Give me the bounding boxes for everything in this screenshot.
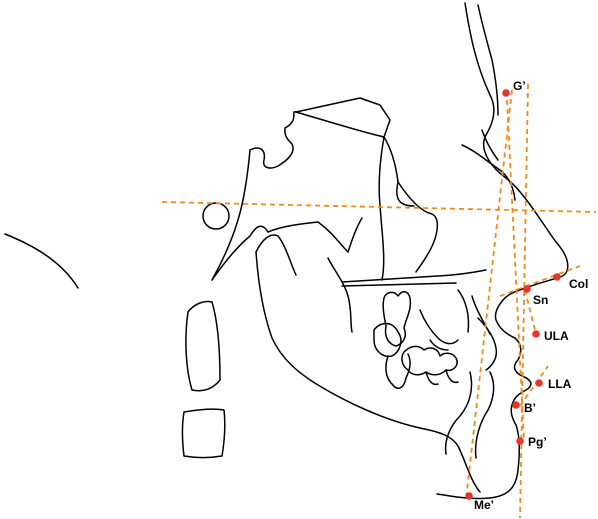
landmark-b-prime-label: B’ (524, 401, 536, 415)
sn-col-line (499, 265, 581, 297)
landmark-points (465, 89, 561, 500)
gprime-to-meprime-line (465, 89, 513, 501)
cranial-base-outline (4, 233, 79, 289)
landmark-lla-label: LLA (548, 377, 572, 391)
landmark-pg-prime-label: Pg’ (528, 435, 547, 449)
landmark-ula-label: ULA (544, 329, 569, 343)
landmark-sn-label: Sn (533, 293, 548, 307)
cervical-vertebrae (181, 300, 226, 459)
reference-lines (161, 83, 597, 519)
landmark-b-prime-dot (512, 401, 520, 409)
true-vertical-line (519, 83, 529, 519)
sn-ula-line (524, 289, 537, 335)
mandible-outline (255, 234, 495, 493)
landmark-lla-dot (535, 379, 543, 387)
landmark-me-prime-dot (465, 492, 473, 500)
landmark-ula-dot (532, 330, 540, 338)
soft-tissue-profile (436, 2, 569, 500)
orbit-and-maxilla (267, 97, 487, 287)
landmark-me-prime-label: Me’ (474, 498, 494, 512)
sella-and-sphenoid (202, 111, 297, 281)
dentition (373, 289, 498, 389)
landmark-sn-dot (523, 285, 531, 293)
landmark-col-label: Col (569, 277, 588, 291)
landmark-pg-prime-dot (516, 437, 524, 445)
landmark-col-dot (553, 273, 561, 281)
landmark-g-prime-dot (502, 89, 510, 97)
horizontal-reference-line (161, 201, 597, 213)
landmark-labels: G’ Col Sn ULA LLA B’ Pg’ Me’ (474, 79, 588, 512)
gprime-to-pgprime-line (506, 99, 525, 441)
landmark-g-prime-label: G’ (513, 79, 526, 93)
lla-bprime-line (519, 365, 549, 407)
